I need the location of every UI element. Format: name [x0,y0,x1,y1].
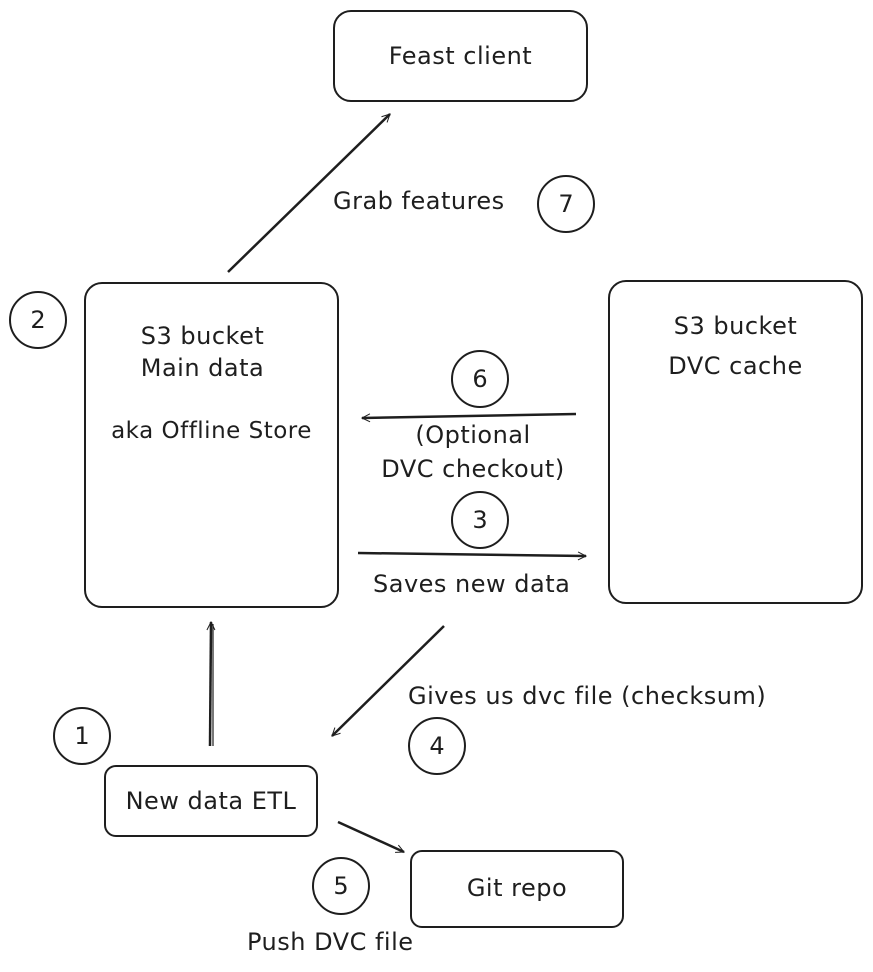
etl-label: New data ETL [125,787,297,815]
git-repo-node: Git repo [410,850,624,928]
arrow-dvc-checkout [362,412,577,418]
new-data-etl-node: New data ETL [104,765,318,837]
s3-main-line2: Main data [140,354,265,382]
s3-main-line3: aka Offline Store [111,418,312,444]
step-badge-2: 2 [9,291,67,349]
s3-dvc-cache-node: S3 bucket DVC cache [608,280,863,604]
dvc-checkout-label-line1: (Optional [415,421,531,449]
step-badge-1: 1 [53,707,111,765]
s3-dvc-line1: S3 bucket [673,312,798,340]
saves-new-data-label: Saves new data [373,570,571,598]
step-badge-6: 6 [451,350,509,408]
feast-client-label: Feast client [388,42,533,70]
dvc-checkout-label-line2: DVC checkout) [381,455,565,483]
step-badge-3: 3 [451,491,509,549]
step-badge-7: 7 [537,175,595,233]
git-repo-label: Git repo [466,874,568,902]
feast-client-node: Feast client [333,10,588,102]
step-badge-4: 4 [408,717,466,775]
arrow-grab-features [227,113,391,273]
push-dvc-file-label: Push DVC file [247,928,414,956]
grab-features-label: Grab features [333,187,505,215]
step-badge-5: 5 [312,857,370,915]
arrow-saves-new-data [357,553,586,556]
s3-main-data-node: S3 bucket Main data aka Offline Store [84,282,339,608]
arrow-etl-to-s3 [210,622,211,747]
s3-dvc-line2: DVC cache [668,352,803,380]
arrow-gives-dvc-file [331,625,445,737]
s3-main-line1: S3 bucket [140,322,265,350]
gives-dvc-file-label: Gives us dvc file (checksum) [408,682,767,710]
arrow-push-dvc-file [337,820,404,854]
